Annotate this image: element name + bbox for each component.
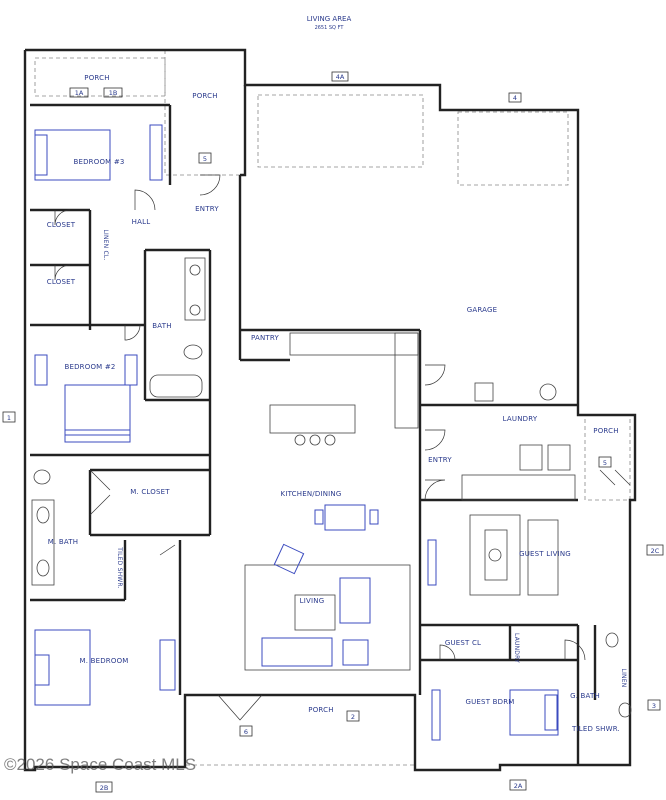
room-garage: GARAGE <box>467 306 498 314</box>
room-entry-right: ENTRY <box>428 456 452 464</box>
room-labels: PORCH PORCH BEDROOM #3 CLOSET HALL LINEN… <box>47 74 627 733</box>
room-bedroom-2: BEDROOM #2 <box>64 363 115 371</box>
room-tiled-shower: TILED SHWR. <box>116 546 123 588</box>
room-kitchen-dining: KITCHEN/DINING <box>281 490 342 498</box>
tag-4a: 4A <box>336 73 345 81</box>
room-laundry-small: LAUNDRY <box>513 633 520 663</box>
room-porch-entry: PORCH <box>192 92 217 100</box>
room-porch-top: PORCH <box>84 74 109 82</box>
tag-2b: 2B <box>100 784 109 792</box>
tag-1a: 1A <box>75 89 84 97</box>
furniture <box>31 124 632 741</box>
room-tiled-shower-guest: TILED SHWR. <box>571 725 620 733</box>
room-guest-bedroom: GUEST BDRM <box>465 698 514 706</box>
room-hall: HALL <box>132 218 151 226</box>
room-guest-living: GUEST LIVING <box>519 550 571 558</box>
tag-1b: 1B <box>109 89 118 97</box>
room-guest-closet: GUEST CL <box>445 639 481 647</box>
view-tags: 1A 1B 4A 4 5 5 1 2C 3 2 6 2A 2B <box>2 71 664 793</box>
tag-1: 1 <box>7 414 11 422</box>
room-linen-small: LINEN <box>620 669 627 688</box>
room-porch-right: PORCH <box>593 427 618 435</box>
doors <box>54 174 631 721</box>
tag-2: 2 <box>351 713 355 721</box>
tag-5-right: 5 <box>603 459 607 467</box>
tag-2c: 2C <box>651 547 660 555</box>
room-m-bath: M. BATH <box>48 538 78 546</box>
room-m-bedroom: M. BEDROOM <box>79 657 128 665</box>
room-living: LIVING <box>300 597 325 605</box>
plan-area: 2651 SQ FT <box>315 25 345 31</box>
tag-3: 3 <box>652 702 656 710</box>
watermark: ©2026 Space Coast MLS <box>4 755 196 774</box>
room-closet-2: CLOSET <box>47 278 76 286</box>
tag-5-porch: 5 <box>203 155 207 163</box>
room-bedroom-3: BEDROOM #3 <box>73 158 124 166</box>
room-closet-1: CLOSET <box>47 221 76 229</box>
room-g-bath: G. BATH <box>570 692 600 700</box>
room-bath: BATH <box>152 322 171 330</box>
exterior-walls <box>23 48 637 772</box>
tag-6: 6 <box>244 728 248 736</box>
room-pantry: PANTRY <box>251 334 279 342</box>
room-m-closet: M. CLOSET <box>130 488 170 496</box>
room-entry-top: ENTRY <box>195 205 219 213</box>
plan-title: LIVING AREA <box>307 15 352 23</box>
room-linen-closet: LINEN CL. <box>102 229 109 260</box>
tag-4: 4 <box>513 94 517 102</box>
tag-2a: 2A <box>514 782 523 790</box>
room-laundry: LAUNDRY <box>503 415 538 423</box>
room-porch-bottom: PORCH <box>308 706 333 714</box>
